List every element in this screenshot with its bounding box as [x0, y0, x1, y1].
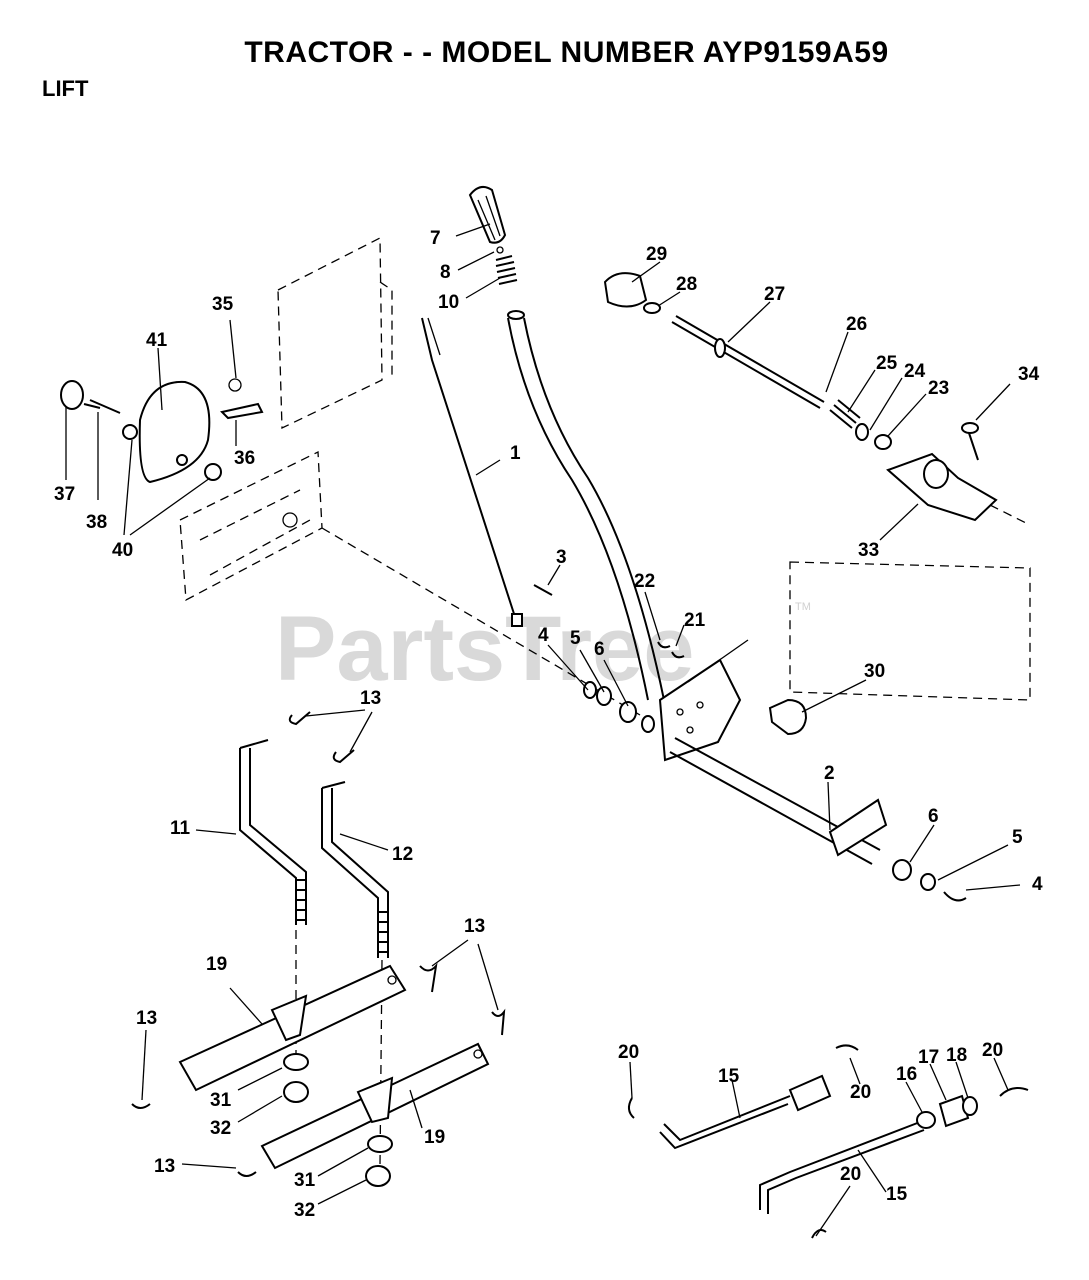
callout-6b: 6: [928, 806, 939, 827]
frame-panel-right: [789, 561, 1031, 701]
callout-29: 29: [646, 244, 667, 265]
callout-31a: 31: [210, 1090, 232, 1111]
callout-41: 41: [146, 330, 168, 351]
lift-links: [239, 739, 389, 1166]
callout-1: 1: [510, 443, 521, 464]
callout-40: 40: [112, 540, 133, 561]
callout-3: 3: [556, 547, 567, 568]
callout-20a: 20: [618, 1042, 639, 1063]
callout-20d: 20: [840, 1164, 861, 1185]
callout-34: 34: [1018, 364, 1040, 385]
handle-assembly: [60, 378, 264, 484]
callout-13a: 13: [360, 688, 381, 709]
callout-28: 28: [676, 274, 697, 295]
adjuster-assembly: [603, 272, 1031, 526]
watermark-text: PartsTree: [275, 598, 694, 700]
callout-19a: 19: [206, 954, 227, 975]
callout-labels: 1 2 3 4 4 5 5 6 6 7 8 10 11 12 13 13 13 …: [54, 228, 1043, 1221]
callout-31b: 31: [294, 1170, 316, 1191]
callout-4b: 4: [1032, 874, 1043, 895]
callout-11: 11: [170, 818, 191, 839]
callout-33: 33: [858, 540, 879, 561]
callout-22: 22: [634, 571, 655, 592]
callout-24: 24: [904, 361, 926, 382]
callout-32a: 32: [210, 1118, 231, 1139]
callout-26: 26: [846, 314, 867, 335]
callout-6a: 6: [594, 639, 605, 660]
watermark-trademark: TM: [795, 601, 811, 613]
callout-7: 7: [430, 228, 441, 249]
callout-18: 18: [946, 1045, 967, 1066]
callout-37: 37: [54, 484, 75, 505]
callout-8: 8: [440, 262, 451, 283]
callout-20c: 20: [982, 1040, 1003, 1061]
callout-12: 12: [392, 844, 413, 865]
callout-35: 35: [212, 294, 234, 315]
diagram-title: TRACTOR - - MODEL NUMBER AYP9159A59: [244, 36, 889, 69]
callout-27: 27: [764, 284, 785, 305]
callout-23: 23: [928, 378, 949, 399]
callout-16: 16: [896, 1064, 917, 1085]
callout-leaders: [65, 223, 1021, 1237]
section-label: LIFT: [42, 76, 89, 101]
callout-13d: 13: [154, 1156, 175, 1177]
callout-15a: 15: [718, 1066, 740, 1087]
callout-17: 17: [918, 1047, 939, 1068]
callout-5a: 5: [570, 628, 581, 649]
callout-10: 10: [438, 292, 459, 313]
lift-handle: [421, 185, 665, 701]
lift-arms: [131, 711, 506, 1187]
adjustment-rods: [628, 1044, 1029, 1239]
callout-13b: 13: [464, 916, 485, 937]
callout-38: 38: [86, 512, 107, 533]
callout-2: 2: [824, 763, 835, 784]
callout-5b: 5: [1012, 827, 1023, 848]
callout-25: 25: [876, 353, 898, 374]
callout-36: 36: [234, 448, 255, 469]
callout-20b: 20: [850, 1082, 871, 1103]
callout-30: 30: [864, 661, 885, 682]
callout-4a: 4: [538, 625, 549, 646]
callout-15b: 15: [886, 1184, 908, 1205]
lift-shaft: [583, 639, 967, 902]
callout-13c: 13: [136, 1008, 157, 1029]
callout-32b: 32: [294, 1200, 315, 1221]
callout-21: 21: [684, 610, 706, 631]
callout-19b: 19: [424, 1127, 445, 1148]
